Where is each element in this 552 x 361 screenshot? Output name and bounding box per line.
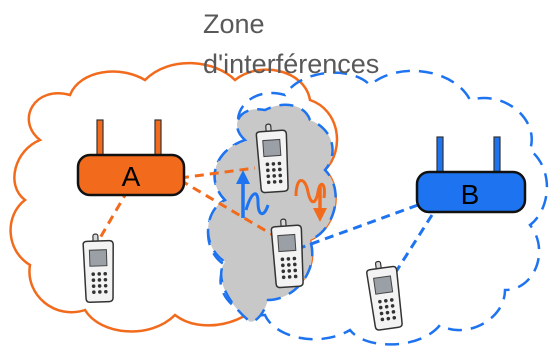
link-a-phone2 xyxy=(179,178,279,240)
link-a-phone3 xyxy=(98,189,130,239)
interference-zone xyxy=(206,103,337,324)
zone-title-line2: d'interférences xyxy=(203,49,380,79)
zone-title: Zone d'interférences xyxy=(203,4,443,84)
link-a-phone1 xyxy=(179,166,256,180)
phone-3-icon xyxy=(82,232,116,304)
router-a: A xyxy=(76,119,186,197)
router-a-label: A xyxy=(122,161,141,192)
zone-title-line1: Zone xyxy=(203,9,265,39)
phone-1-icon xyxy=(254,122,292,194)
router-b: B xyxy=(415,136,527,214)
phone-2-icon xyxy=(269,217,307,289)
link-b-phone4 xyxy=(390,214,434,279)
link-b-phone2 xyxy=(299,203,419,250)
interference-arrow-orange xyxy=(294,179,327,222)
router-b-label: B xyxy=(461,179,480,210)
interference-arrow-blue xyxy=(236,170,270,218)
